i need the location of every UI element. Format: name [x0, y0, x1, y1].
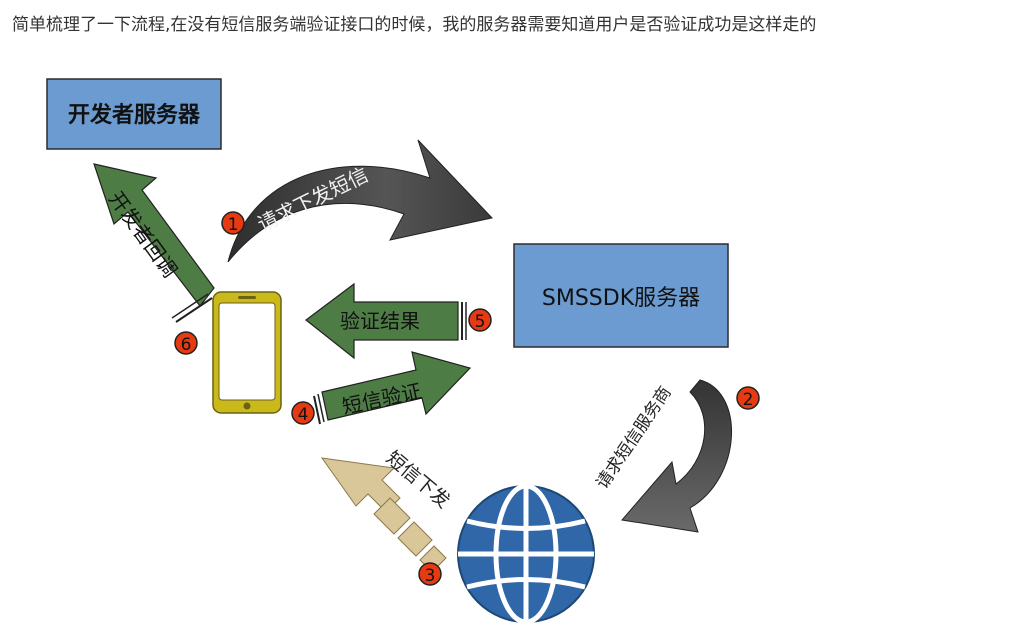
step-marker-3: 3	[418, 562, 442, 586]
phone-icon	[212, 291, 282, 414]
verify-result-label: 验证结果	[340, 309, 420, 333]
developer-server-box	[46, 78, 222, 150]
intro-text: 简单梳理了一下流程,在没有短信服务端验证接口的时候，我的服务器需要知道用户是否验…	[12, 15, 817, 35]
smssdk-server-label: SMSSDK服务器	[542, 286, 700, 311]
svg-text:2: 2	[743, 390, 754, 410]
globe-icon	[457, 483, 595, 625]
svg-text:5: 5	[475, 312, 486, 332]
smssdk-server-box	[513, 243, 729, 348]
step-marker-5: 5	[468, 308, 492, 332]
verify-result-arrow: 验证结果	[305, 282, 467, 360]
step-marker-6: 6	[174, 331, 198, 355]
sms-delivery-arrow: 短信下发	[320, 447, 454, 573]
svg-text:4: 4	[298, 405, 309, 425]
step-marker-4: 4	[291, 401, 315, 425]
step-marker-1: 1	[221, 211, 245, 235]
svg-text:6: 6	[181, 335, 192, 355]
svg-text:1: 1	[228, 215, 239, 235]
request-sms-arrow: 请求下发短信	[227, 139, 493, 263]
svg-text:3: 3	[425, 566, 436, 586]
developer-callback-arrow: 开发者回调	[93, 163, 215, 323]
step-marker-2: 2	[736, 386, 760, 410]
sms-verify-arrow: 短信验证	[313, 351, 472, 425]
request-sms-provider-arrow: 请求短信服务商	[593, 379, 732, 533]
developer-server-label: 开发者服务器	[68, 102, 201, 128]
